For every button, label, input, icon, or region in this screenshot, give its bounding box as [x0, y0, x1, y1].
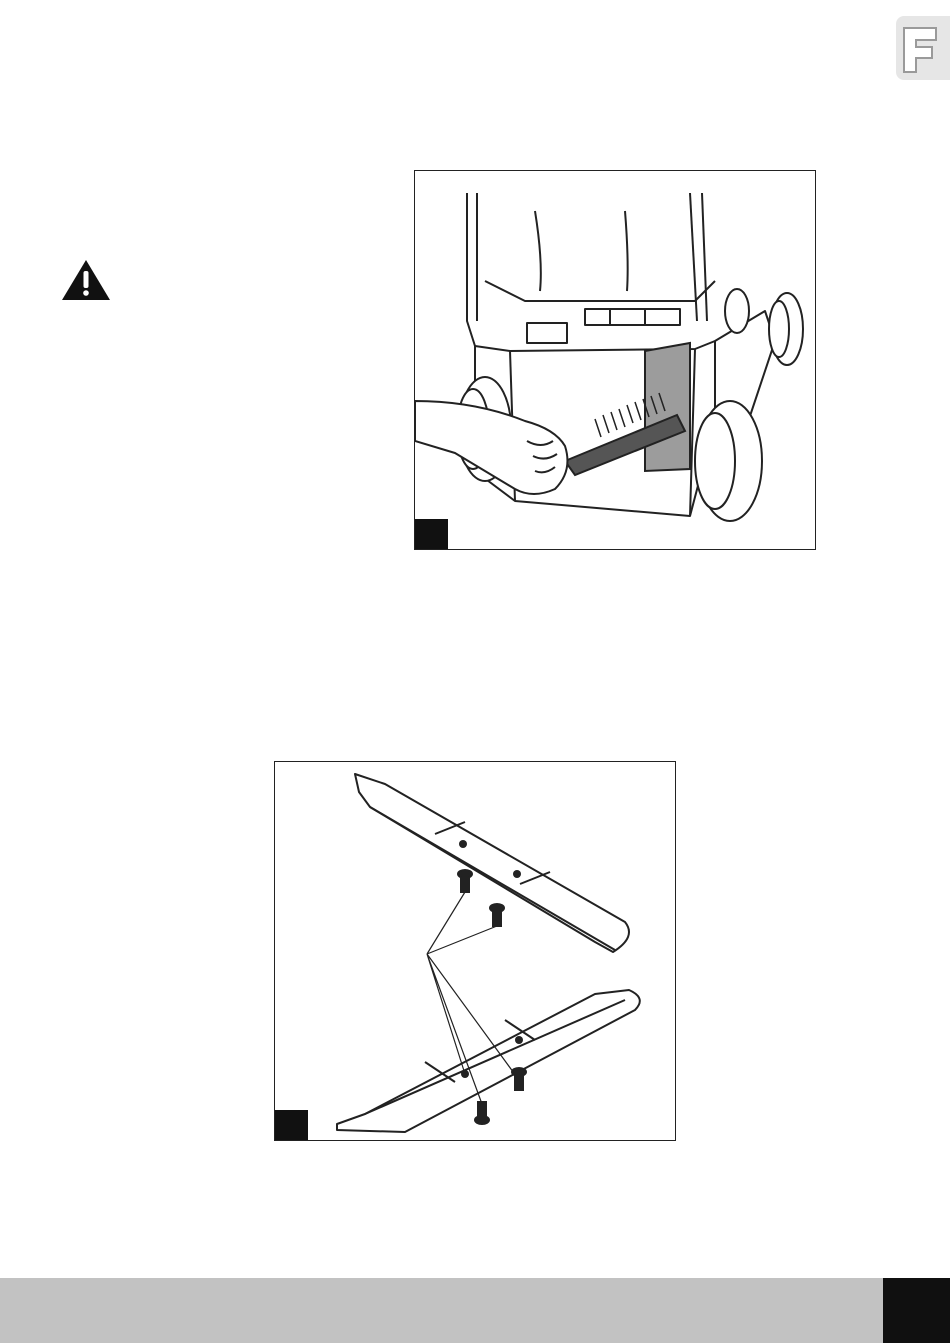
language-tab: F	[896, 16, 950, 80]
letter-f-glyph	[896, 16, 950, 80]
figure-number-badge	[275, 1110, 308, 1140]
figure-number-badge	[415, 519, 448, 549]
warning-icon	[60, 258, 112, 302]
figure-blade-replacement	[274, 761, 676, 1141]
blades-illustration	[275, 762, 675, 1140]
footer-bar	[0, 1278, 883, 1343]
page-number-box	[883, 1278, 950, 1343]
mower-brush-illustration	[415, 171, 815, 549]
figure-brush-cleaning	[414, 170, 816, 550]
